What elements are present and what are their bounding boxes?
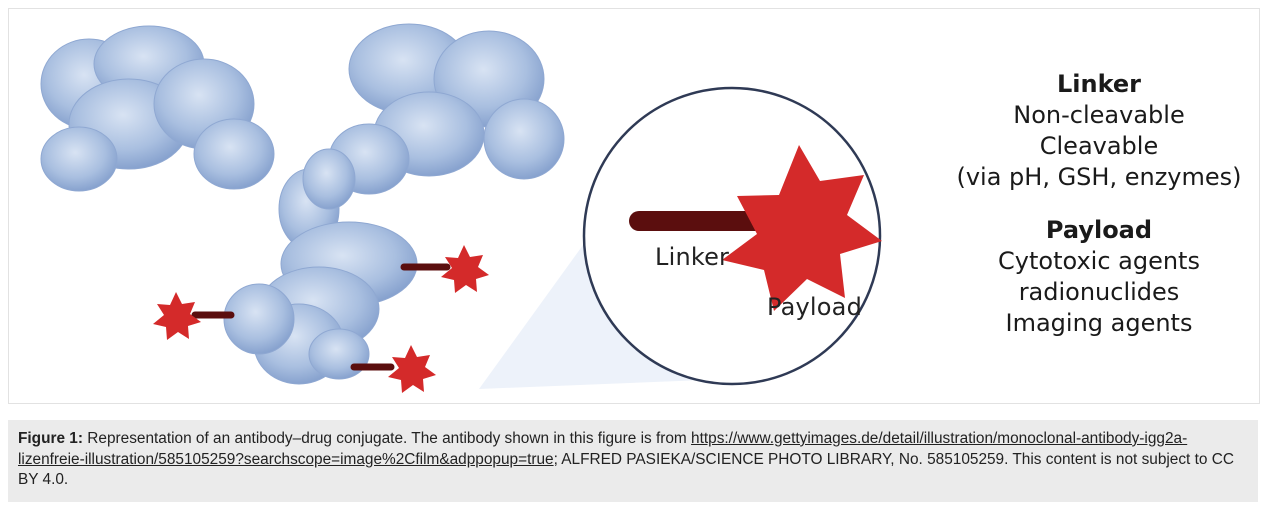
- legend-payload-item: Imaging agents: [1005, 309, 1193, 337]
- caption-text: Representation of an antibody–drug conju…: [83, 430, 692, 447]
- zoom-payload-star: [722, 145, 882, 311]
- legend-linker-item: Non-cleavable: [1013, 101, 1185, 129]
- payload-star-1: [441, 245, 489, 293]
- figure-caption: Figure 1: Representation of an antibody–…: [8, 420, 1258, 502]
- caption-credit: ; ALFRED PASIEKA/SCIENCE PHOTO LIBRARY, …: [18, 450, 1234, 489]
- caption-label: Figure 1:: [18, 430, 83, 447]
- legend-linker-heading: Linker: [1056, 70, 1142, 98]
- payload-star-2: [153, 292, 201, 340]
- legend: Linker Non-cleavable Cleavable (via pH, …: [939, 69, 1259, 339]
- legend-linker-item: Cleavable: [1039, 132, 1159, 160]
- legend-linker-item: (via pH, GSH, enzymes): [956, 163, 1242, 191]
- antibody-linkers: [191, 263, 451, 371]
- caption-source-link[interactable]: https://www.gettyimages.de/detail/illust…: [18, 430, 1188, 468]
- figure-panel: Linker Payload Linker Non-cleavable Clea…: [8, 8, 1260, 404]
- legend-payload-item: Cytotoxic agents: [998, 247, 1200, 275]
- antibody: [40, 23, 565, 385]
- legend-payload-heading: Payload: [1045, 216, 1153, 244]
- legend-payload-item: radionuclides: [1018, 278, 1180, 306]
- adc-illustration: [40, 23, 882, 393]
- zoom-linker-label: Linker: [655, 243, 730, 271]
- zoom-payload-label: Payload: [767, 293, 862, 321]
- payload-star-3: [388, 345, 436, 393]
